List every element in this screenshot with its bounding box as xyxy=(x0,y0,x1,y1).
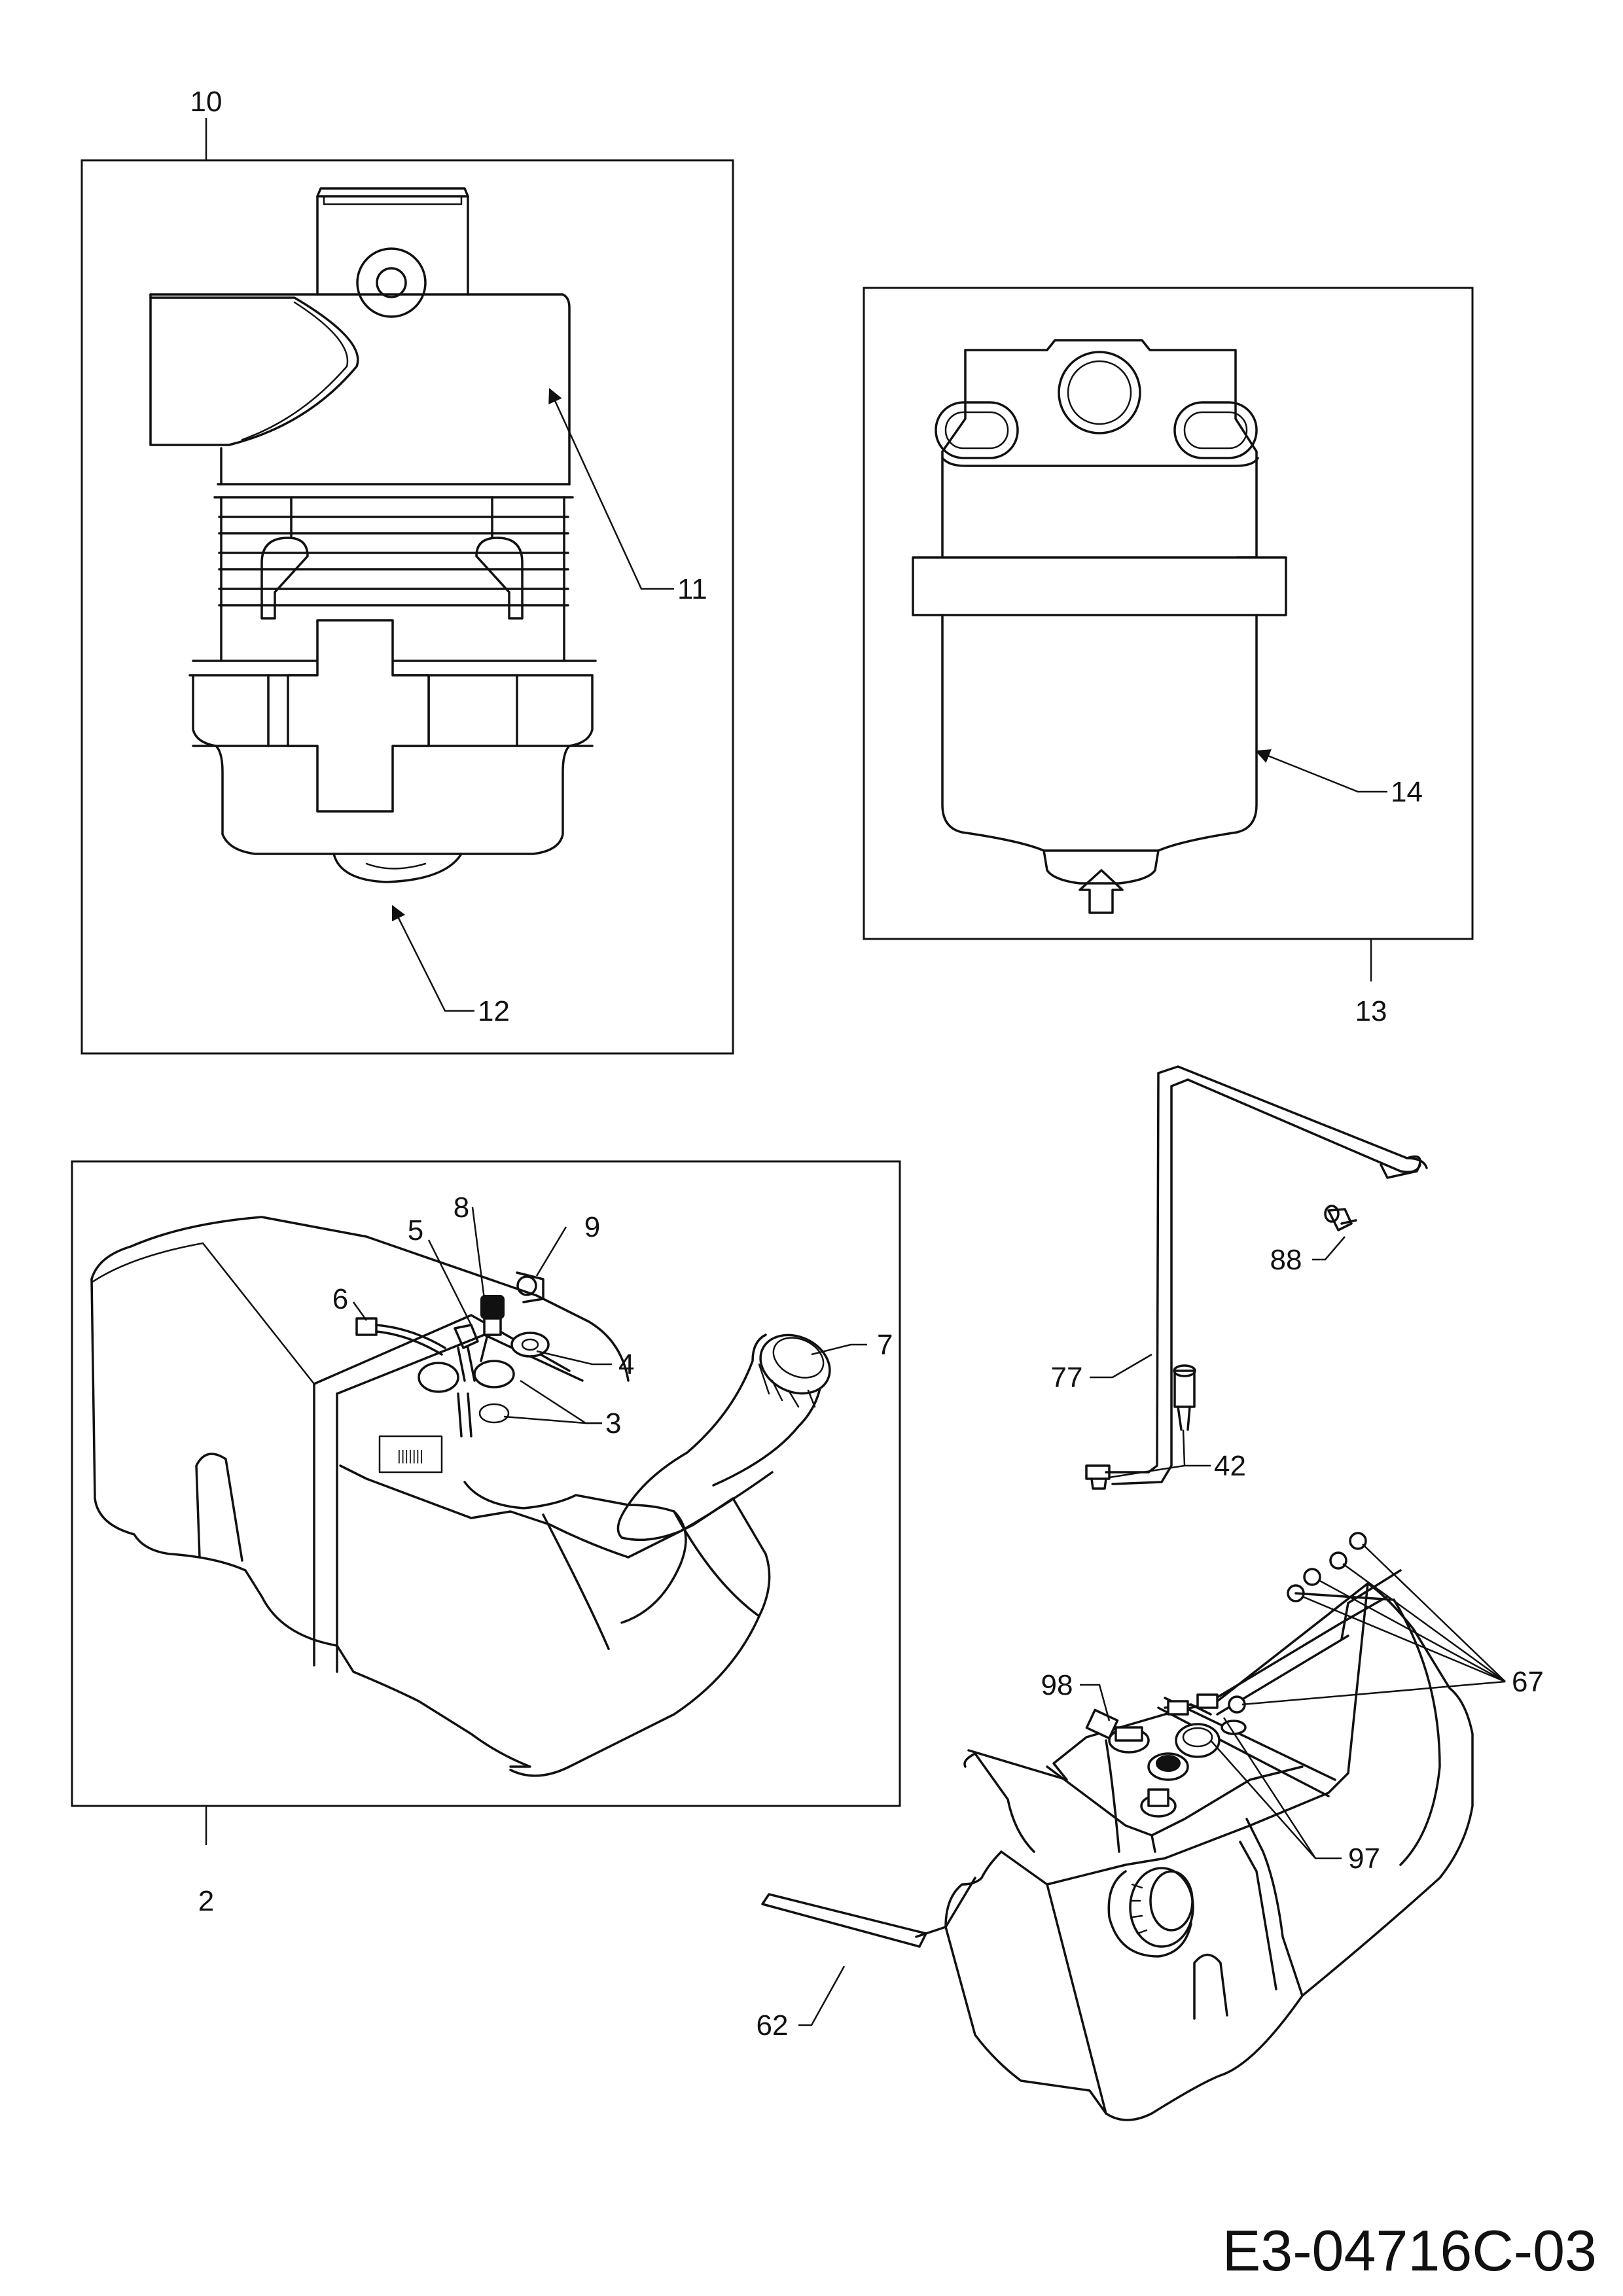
callout-77: 77 xyxy=(1051,1362,1083,1394)
fuel-tank-assembly-group: 2 ||||||| xyxy=(71,1160,901,1917)
tank-bracket-drawing xyxy=(1085,1065,1428,1490)
callout-11: 11 xyxy=(677,573,707,605)
callout-9: 9 xyxy=(584,1211,600,1243)
callout-6: 6 xyxy=(332,1283,348,1315)
callout-97: 97 xyxy=(1348,1843,1380,1875)
drawing-code: E3-04716C-03 xyxy=(1222,2218,1597,2283)
callout-4: 4 xyxy=(618,1349,634,1381)
callout-42: 42 xyxy=(1214,1450,1246,1482)
callout-2: 2 xyxy=(198,1885,214,1917)
fuel-tank-assembly-box xyxy=(71,1160,901,1807)
svg-text:|||||||: ||||||| xyxy=(397,1447,423,1464)
callout-98: 98 xyxy=(1041,1669,1073,1701)
fuel-tank-drawing: ||||||| xyxy=(90,1216,831,1777)
filter-element-box xyxy=(863,287,1474,940)
air-filter-assembly-group: 10 xyxy=(80,86,734,1055)
callout-62: 62 xyxy=(757,2009,789,2041)
callout-13: 13 xyxy=(1355,995,1387,1027)
callout-12: 12 xyxy=(478,995,510,1027)
air-filter-housing-drawing xyxy=(149,187,597,883)
callout-8: 8 xyxy=(454,1192,469,1224)
installed-tank-drawing xyxy=(761,1532,1474,2121)
callout-14: 14 xyxy=(1391,776,1423,808)
filter-element-group: 13 14 xyxy=(863,287,1474,1027)
callout-10: 10 xyxy=(190,86,223,118)
callout-67: 67 xyxy=(1512,1666,1544,1698)
filter-element-drawing xyxy=(912,339,1287,914)
installed-tank-group: 67 97 98 62 xyxy=(757,1532,1544,2121)
callout-7: 7 xyxy=(877,1329,893,1361)
callout-5: 5 xyxy=(408,1214,423,1246)
callout-88: 88 xyxy=(1270,1244,1302,1276)
air-filter-assembly-box xyxy=(80,159,734,1055)
screw-88-drawing xyxy=(1324,1205,1357,1231)
callout-3: 3 xyxy=(605,1407,621,1439)
tank-bracket-group: 88 77 42 xyxy=(1051,1065,1428,1490)
